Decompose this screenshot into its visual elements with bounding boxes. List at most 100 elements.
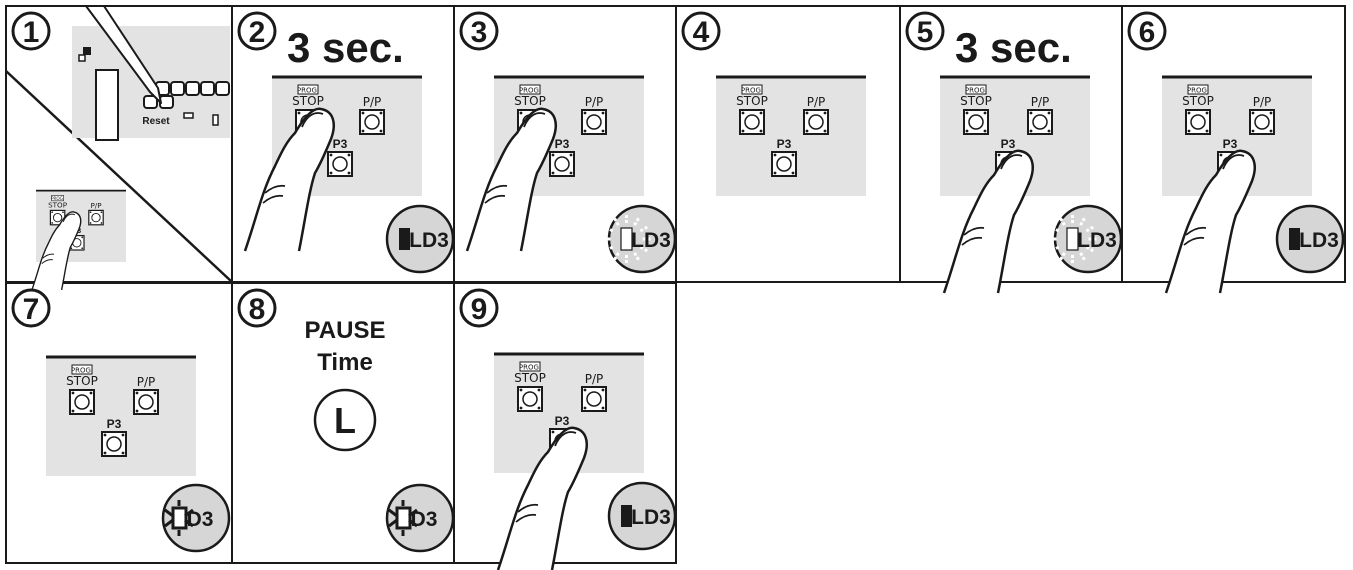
finger-press-p3-icon	[1164, 149, 1256, 294]
stop-button-pin	[519, 111, 523, 115]
pp-button-cap	[1254, 114, 1270, 130]
led-flash-ray	[164, 508, 174, 518]
p3-button-pin	[773, 171, 777, 175]
pp-button-pin	[153, 409, 157, 413]
finger-outline	[496, 426, 588, 570]
stop-button-cap	[52, 212, 63, 223]
step-number-badge: 3	[459, 11, 499, 51]
finger-knuckle	[1183, 226, 1207, 246]
panel-border-9	[453, 282, 677, 564]
stop-button-pin	[965, 129, 969, 133]
led-blink-icon	[1066, 227, 1079, 251]
p3-label: P3	[333, 137, 348, 151]
stop-label: STOP	[960, 94, 992, 108]
pp-button-pin	[601, 129, 605, 133]
pp-label: P/P	[585, 95, 604, 109]
p3-button-pin	[569, 153, 573, 157]
pp-button	[581, 109, 607, 135]
led-indicator: LD3	[607, 481, 677, 551]
pp-button-pin	[1269, 111, 1273, 115]
stop-button-pin	[297, 111, 301, 115]
pause-label: PAUSE	[305, 317, 386, 344]
pp-button-pin	[805, 111, 809, 115]
p3-button-pin	[81, 247, 84, 250]
prog-label: PROG.	[519, 364, 541, 372]
pp-button-pin	[361, 129, 365, 133]
led-on-icon	[399, 228, 410, 250]
pp-button-cap	[91, 212, 101, 223]
led-badge-circle	[607, 481, 677, 551]
led-on-icon	[1289, 228, 1300, 250]
p3-button	[327, 151, 353, 177]
pp-label: P/P	[585, 372, 604, 386]
pp-button	[133, 389, 159, 415]
stop-button-cap	[1190, 114, 1206, 130]
finger-knuckle	[262, 184, 286, 204]
finger-nail	[1222, 154, 1245, 170]
step-number-circle	[237, 11, 277, 51]
pp-label: P/P	[807, 95, 826, 109]
pp-button-pin	[1047, 111, 1051, 115]
pp-button-pin	[135, 409, 139, 413]
led-flash-ray	[408, 508, 418, 518]
hold-duration-label: 3 sec.	[955, 24, 1072, 71]
step-number-circle	[459, 11, 499, 51]
stop-button-pin	[71, 391, 75, 395]
p3-label: P3	[107, 417, 122, 431]
pp-button-cap	[808, 114, 824, 130]
pp-button	[88, 209, 104, 226]
led-flash-icon	[395, 506, 412, 530]
p3-button-pin	[329, 171, 333, 175]
step-number-4: 4	[693, 16, 710, 49]
pp-button-pin	[89, 211, 92, 214]
led-badge-circle	[1275, 204, 1345, 274]
stop-button-pin	[983, 111, 987, 115]
pp-button-pin	[361, 111, 365, 115]
led-blink-icon	[620, 227, 633, 251]
finger-knuckle	[484, 184, 508, 204]
finger-mini-icon	[31, 211, 82, 291]
dip-switch	[170, 81, 185, 96]
pp-button-pin	[1047, 129, 1051, 133]
pp-button-pin	[379, 129, 383, 133]
prog-label-box	[519, 84, 541, 95]
prog-label-box	[51, 195, 64, 202]
stop-button-cap	[522, 391, 538, 407]
stop-label: STOP	[514, 371, 546, 385]
p3-button-pin	[791, 153, 795, 157]
step-number-9: 9	[471, 293, 488, 326]
diagonal-divider	[5, 70, 233, 283]
p3-button-pin	[551, 430, 555, 434]
led-flash-ray	[164, 518, 174, 528]
stop-button	[517, 386, 543, 412]
step-number-5: 5	[917, 16, 934, 49]
finger-nail	[523, 112, 546, 128]
pp-button-pin	[601, 388, 605, 392]
stop-button-pin	[759, 111, 763, 115]
led-blink-ray	[1085, 225, 1095, 233]
pp-button-pin	[1269, 129, 1273, 133]
component-chip	[83, 47, 91, 55]
stop-button	[1185, 109, 1211, 135]
p3-button-pin	[569, 171, 573, 175]
pp-button-pin	[1029, 129, 1033, 133]
stop-button-pin	[89, 409, 93, 413]
led-label: LD3	[1077, 229, 1117, 252]
p3-button-cap	[106, 436, 122, 452]
finger-outline	[1164, 149, 1256, 294]
step-number-circle	[681, 11, 721, 51]
step-number-badge: 5	[905, 11, 945, 51]
pp-label: P/P	[90, 201, 102, 210]
stop-button-pin	[741, 111, 745, 115]
led-indicator: LD3	[385, 204, 455, 274]
prog-label: PROG.	[519, 87, 541, 95]
step-number-7: 7	[23, 293, 40, 326]
prog-label-box	[519, 361, 541, 372]
p3-button-pin	[997, 153, 1001, 157]
pp-button-cap	[138, 394, 154, 410]
pp-button-pin	[100, 211, 103, 214]
